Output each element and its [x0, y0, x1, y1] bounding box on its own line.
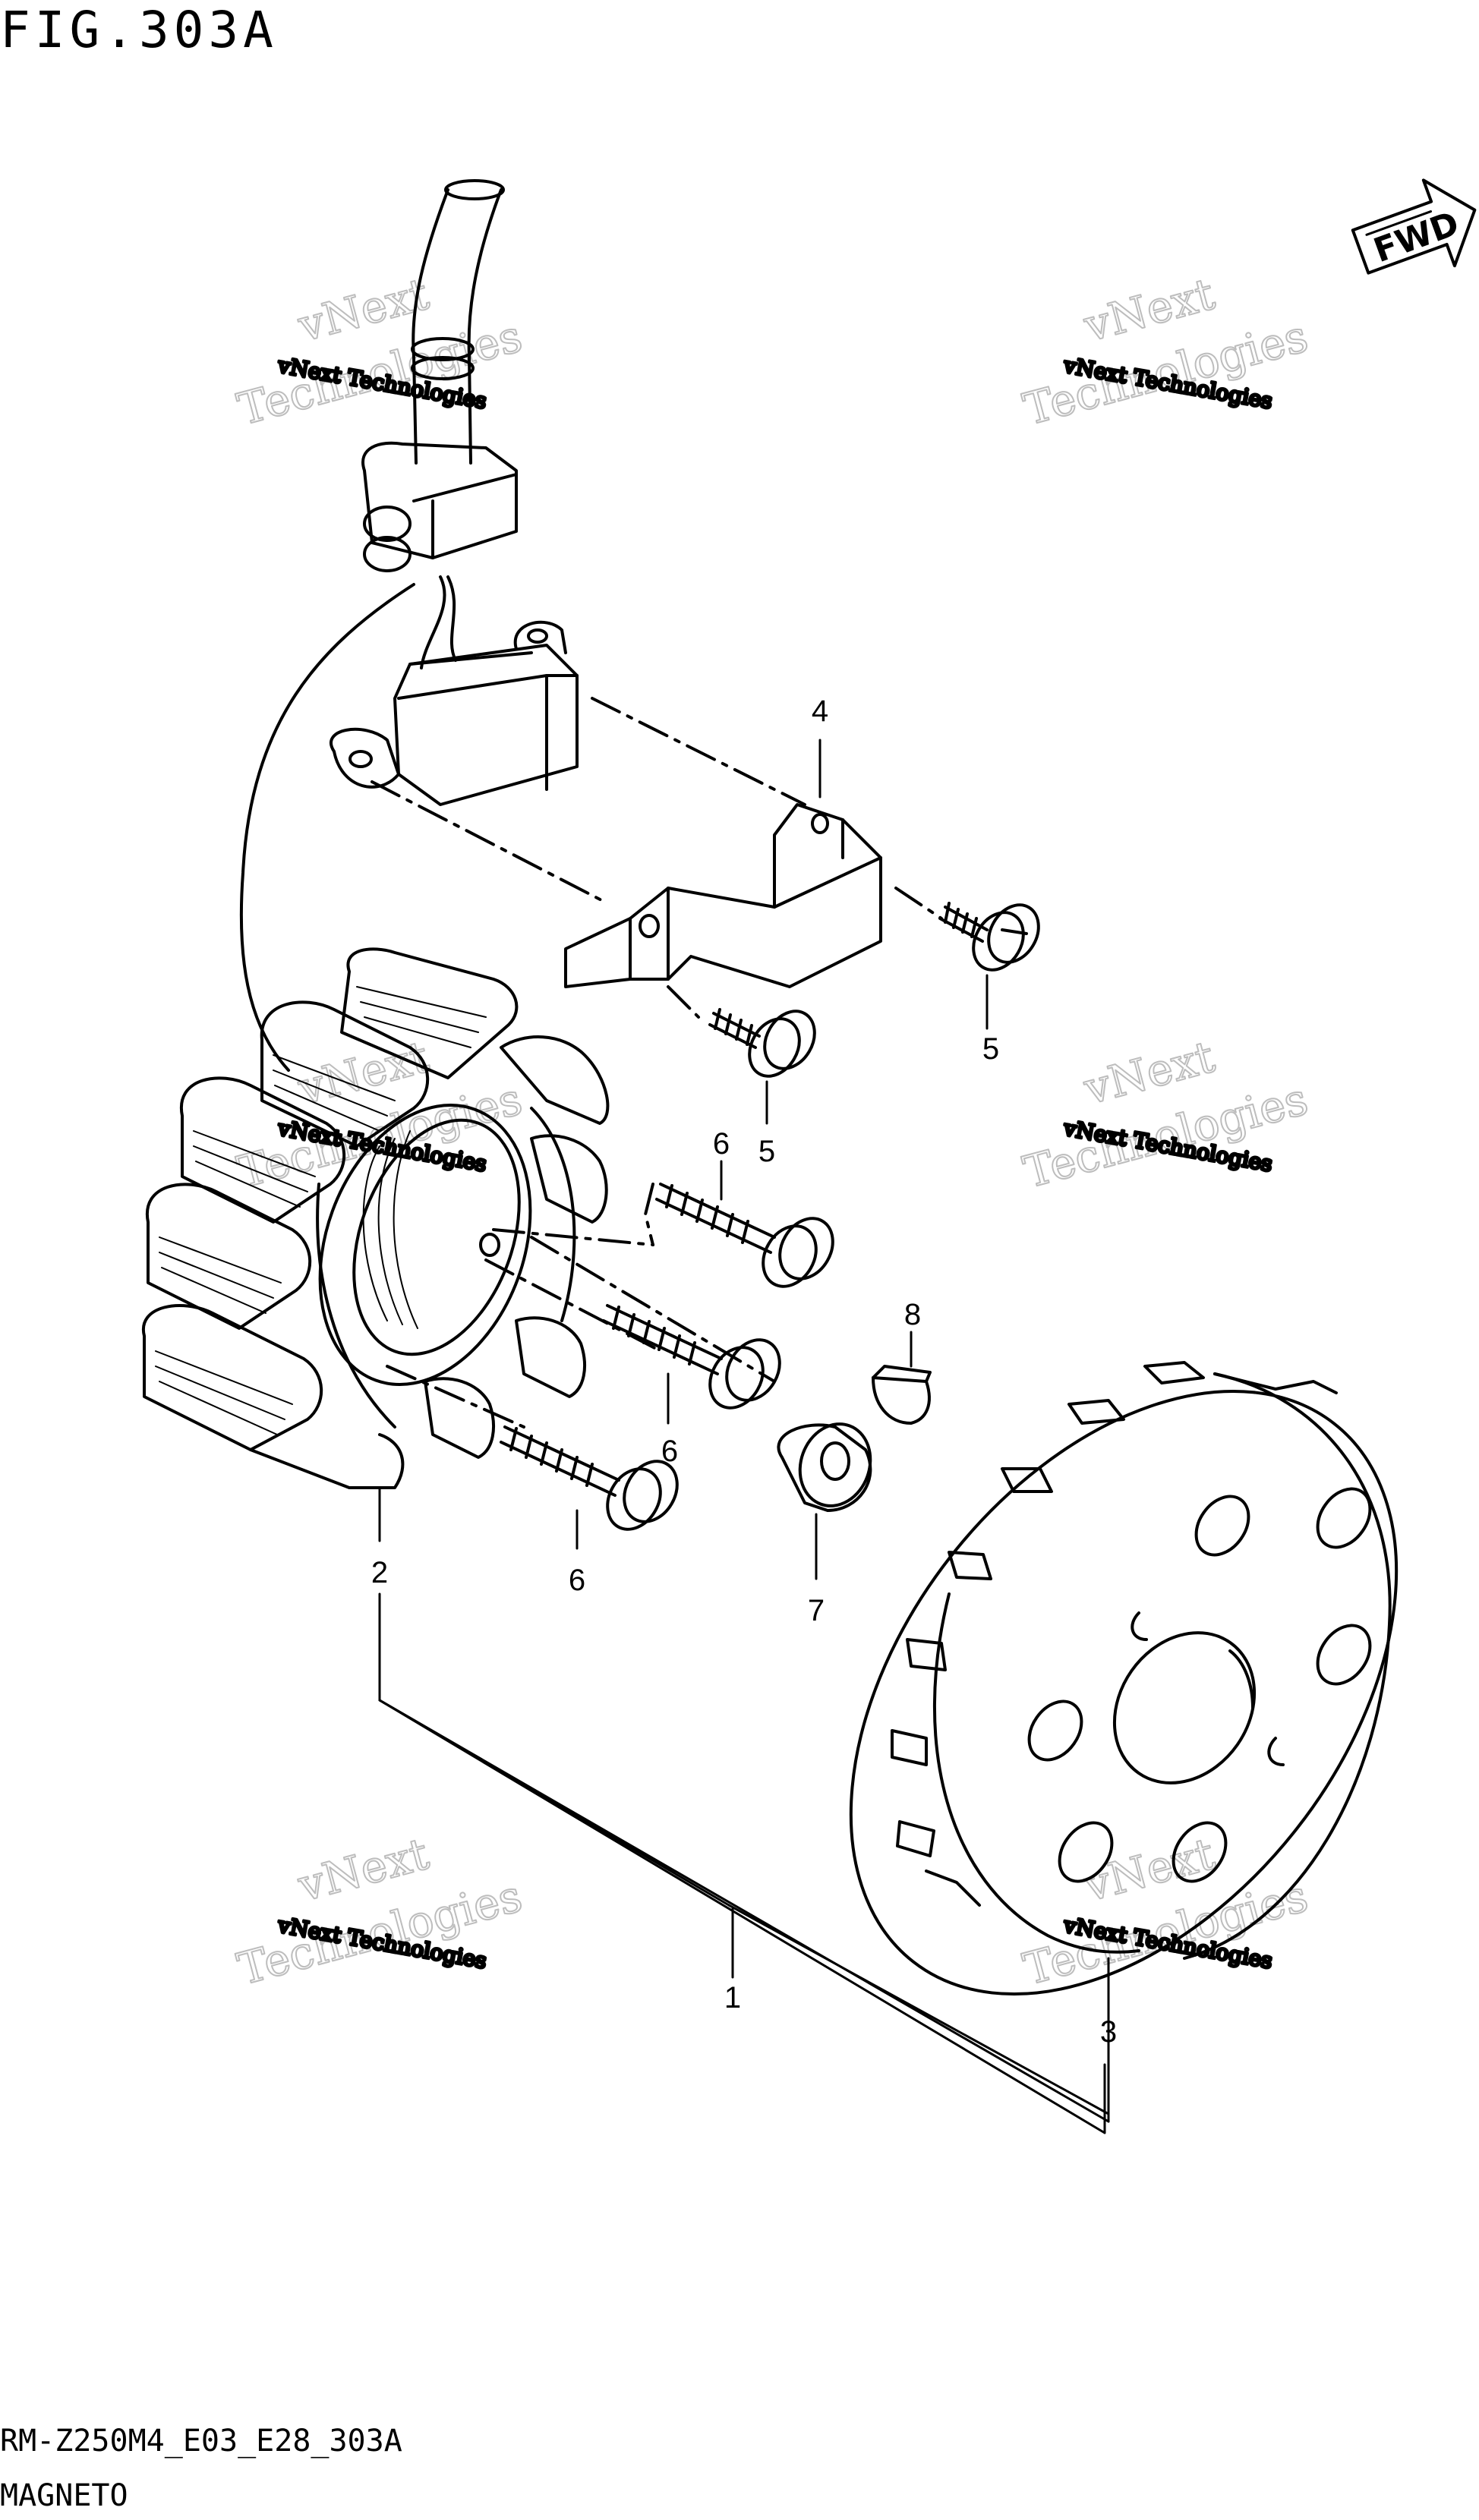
callout-5-right: 5: [982, 1032, 999, 1066]
callout-6-lower: 6: [569, 1564, 585, 1597]
section-name: MAGNETO: [0, 2478, 128, 2513]
fwd-arrow-icon: FWD: [1351, 178, 1477, 275]
part-5-bolt-left: [708, 1008, 816, 1078]
callout-2: 2: [371, 1556, 388, 1589]
watermark-mid-right: vNext Technologies vNext Technologies: [1017, 1030, 1313, 1199]
model-code: RM-Z250M4_E03_E28_303A: [0, 2424, 402, 2459]
figure-title: FIG.303A: [0, 1, 278, 59]
part-3-rotor: [849, 1361, 1399, 1996]
assembly-guide-lines: [371, 697, 943, 1429]
callout-6-middle: 6: [661, 1435, 678, 1468]
callout-8: 8: [904, 1298, 921, 1331]
part-6-bolt-middle: [602, 1304, 781, 1410]
part-5-bolt-right: [938, 902, 1040, 972]
part-8-key: [872, 1365, 932, 1425]
callout-1: 1: [724, 1981, 741, 2014]
watermark-top-left: vNext Technologies vNext Technologies: [232, 267, 528, 436]
callout-7: 7: [808, 1594, 825, 1627]
part-6-bolt-upper: [655, 1183, 834, 1288]
watermark-top-right: vNext Technologies vNext Technologies: [1017, 267, 1313, 436]
callout-4: 4: [812, 695, 828, 728]
watermark-bottom-left: vNext Technologies vNext Technologies: [232, 1827, 528, 1996]
callout-5-left: 5: [758, 1135, 775, 1168]
callout-3: 3: [1100, 2015, 1117, 2049]
part-2-stator: [141, 947, 610, 1489]
part-7-collar: [777, 1422, 872, 1512]
callout-leaders: [378, 739, 1110, 2134]
assembly-bracket-1: [378, 1699, 1110, 2115]
part-4-clamp: [564, 803, 882, 988]
callout-6-upper: 6: [713, 1127, 730, 1161]
part-6-bolt-lower: [500, 1425, 679, 1531]
wire-harness: [239, 179, 579, 1072]
